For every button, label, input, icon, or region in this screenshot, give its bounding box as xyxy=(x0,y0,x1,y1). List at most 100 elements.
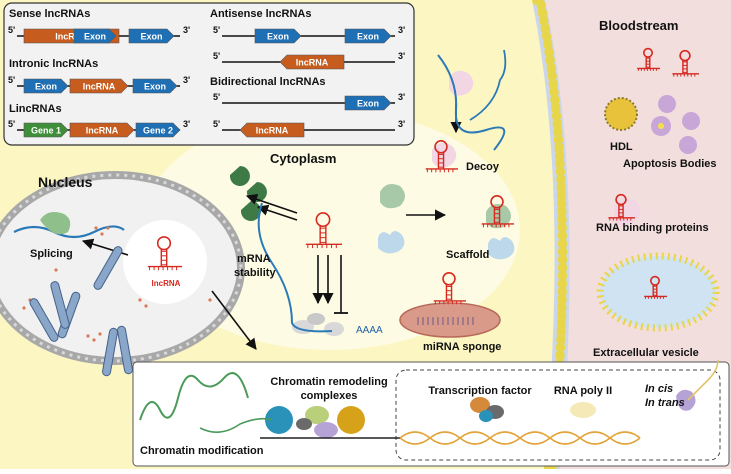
sense-exon-2-label: Exon xyxy=(140,32,162,42)
chromosome-1-arm xyxy=(29,298,59,342)
chromosome-4 xyxy=(93,246,123,290)
sense-lncrna-segment-label: lncRNA xyxy=(55,32,88,42)
sense-exon-1-label: Exon xyxy=(84,32,106,42)
nuclear-rna-fragment xyxy=(138,298,142,302)
chromosome-5 xyxy=(117,325,133,375)
legend-bidirectional-strand-top-5prime: 5' xyxy=(213,92,220,102)
rna-polymerase-ii xyxy=(570,402,596,418)
scaffold-complex-green xyxy=(486,204,511,229)
intronic-exon-1-label: Exon xyxy=(35,82,57,92)
exonuclease-degraders xyxy=(229,166,267,221)
hdl-particle xyxy=(604,97,638,131)
legend-antisense-strand-bottom-5prime: 5' xyxy=(213,51,220,61)
decoy-lncrna-loop xyxy=(434,140,448,154)
legend-sense-strand-5prime: 5' xyxy=(8,25,15,35)
legend-antisense-strand-top-3prime: 3' xyxy=(398,25,405,35)
chromosome-6-arm xyxy=(102,327,118,377)
antisense-exon-2 xyxy=(344,28,392,44)
bloodstream-lncrna-1-loop xyxy=(642,47,653,58)
decoy-rna-strand xyxy=(437,54,506,151)
antisense-exon-1-label: Exon xyxy=(267,32,289,42)
in-trans-label: In trans xyxy=(645,397,685,409)
nuclear-rna-fragment xyxy=(86,334,90,338)
legend-linc-strand-3prime: 3' xyxy=(183,119,190,129)
scaffold-lncrna-loop xyxy=(490,195,504,209)
rna-binding-proteins-label: RNA binding proteins xyxy=(596,222,709,234)
transcription-factor-complex xyxy=(470,397,504,422)
legend-sense-title: Sense lncRNAs xyxy=(9,8,90,20)
nuclear-rna-fragment xyxy=(22,306,26,310)
sense-exon-2 xyxy=(128,28,175,44)
cytoplasm-lncrna-loop xyxy=(315,212,331,228)
legend-intronic-title: Intronic lncRNAs xyxy=(9,58,98,70)
nuclear-rna-fragment xyxy=(92,338,96,342)
mirna-sponge-label: miRNA sponge xyxy=(423,341,501,353)
mirna-sponge-body xyxy=(399,302,501,338)
rna-pol-ii-label: RNA poly II xyxy=(554,385,612,397)
hdl-label: HDL xyxy=(610,141,633,153)
sense-exon-1 xyxy=(73,28,117,44)
linc-gene-1 xyxy=(23,122,69,138)
chromosome-5-arm xyxy=(117,325,133,375)
nucleus-lncrna-halo xyxy=(123,220,207,304)
bloodstream-label: Bloodstream xyxy=(599,18,678,33)
lncrna-to-degraders-arrow-2 xyxy=(256,204,298,221)
splicing-rna-strand xyxy=(13,225,125,239)
legend-bidirectional-strand-bottom-5prime: 5' xyxy=(213,119,220,129)
chromosome-4-arm xyxy=(93,246,123,290)
cytoplasm-label: Cytoplasm xyxy=(270,151,336,166)
chromatin-fiber xyxy=(139,372,249,421)
chromatin-modification-label: Chromatin modification xyxy=(140,445,264,457)
nuclear-rna-fragment xyxy=(144,304,148,308)
scaffold-protein-green xyxy=(380,184,405,209)
chromosome-1 xyxy=(29,298,59,342)
rbp-lncrna-loop xyxy=(615,193,627,206)
nuclear-rna-fragment xyxy=(94,226,98,230)
legend-sense-strand-3prime: 3' xyxy=(183,25,190,35)
linc-gene-2 xyxy=(135,122,181,138)
nuclear-rna-fragment xyxy=(98,332,102,336)
bloodstream-lncrna-2-loop xyxy=(679,49,691,62)
legend-linc-title: LincRNAs xyxy=(9,103,62,115)
vesicle-lncrna-loop xyxy=(649,275,660,286)
legend-antisense-strand-bottom-3prime: 3' xyxy=(398,51,405,61)
lncrna-types-legend xyxy=(3,2,415,146)
intronic-exon-2 xyxy=(132,78,178,94)
mrna-strand xyxy=(257,202,333,333)
scaffold-protein-blue xyxy=(378,231,405,254)
legend-bidirectional-strand-bottom-3prime: 3' xyxy=(398,119,405,129)
legend-antisense-strand-top-5prime: 5' xyxy=(213,25,220,35)
lncrna-to-degraders-arrow-1 xyxy=(245,193,298,214)
intronic-exon-1 xyxy=(23,78,69,94)
linc-lncrna-segment xyxy=(69,122,135,138)
mrna-stability-label-line2: stability xyxy=(234,267,276,279)
antisense-exon-2-label: Exon xyxy=(357,32,379,42)
apoptosis-bodies xyxy=(651,95,700,154)
chromatin-remodeling-label-line1: Chromatin remodeling xyxy=(270,376,387,388)
poly-a-tail-label: AAAA xyxy=(356,325,383,336)
antisense-exon-1 xyxy=(254,28,302,44)
decoy-label: Decoy xyxy=(466,161,500,173)
transcription-factor-label: Transcription factor xyxy=(428,385,532,397)
linc-gene-1-label: Gene 1 xyxy=(31,126,61,136)
mrna-stability-label-line1: mRNA xyxy=(237,253,271,265)
nucleus-envelope xyxy=(0,173,243,363)
linc-lncrna-segment-label: lncRNA xyxy=(86,126,119,136)
chromosome-3-arm xyxy=(50,281,70,329)
in-cis-label: In cis xyxy=(645,383,673,395)
nucleus-to-chromatin-arrow xyxy=(211,290,257,350)
nuclear-rna-fragment xyxy=(54,268,58,272)
nuclear-rna-fragment xyxy=(100,232,104,236)
splicing-label: Splicing xyxy=(30,248,73,260)
legend-linc-strand-5prime: 5' xyxy=(8,119,15,129)
chromosome-6 xyxy=(102,327,118,377)
legend-antisense-title: Antisense lncRNAs xyxy=(210,8,311,20)
nucleus-lncrna-label: lncRNA xyxy=(152,279,181,288)
antisense-lncrna-segment xyxy=(279,54,345,70)
nucleus-lncrna-loop xyxy=(156,236,172,251)
bidirectional-exon xyxy=(344,95,392,111)
nucleus-label: Nucleus xyxy=(38,174,93,190)
intronic-lncrna-segment-label: lncRNA xyxy=(83,82,116,92)
extracellular-vesicle-label: Extracellular vesicle xyxy=(593,347,699,359)
